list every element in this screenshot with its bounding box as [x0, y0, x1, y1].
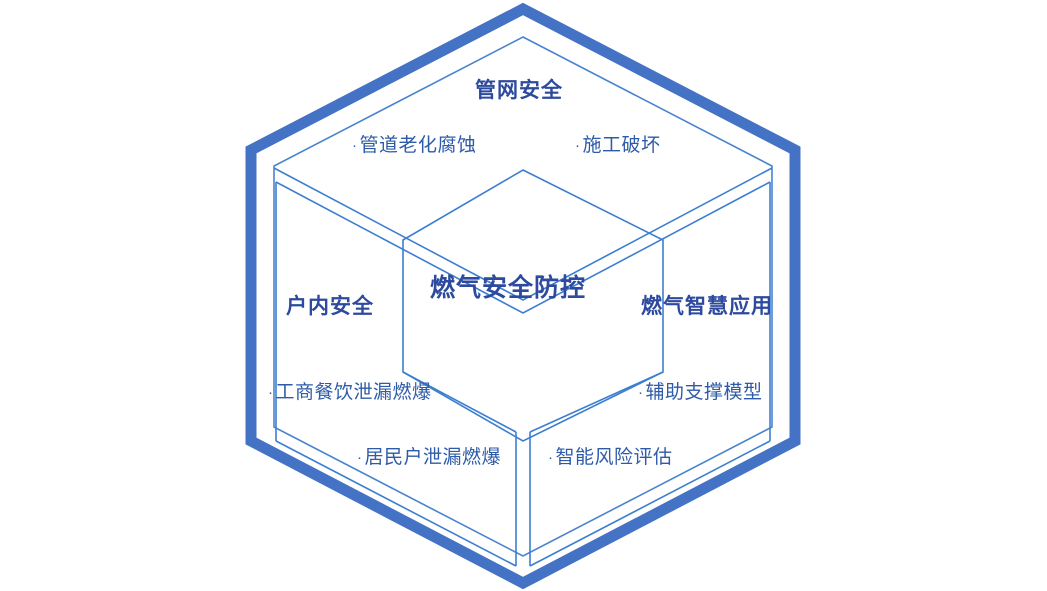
inner-face-hexagon — [263, 166, 783, 570]
bullet-label: 辅助支撑模型 — [645, 382, 763, 403]
section-heading-top: 管网安全 — [475, 79, 563, 102]
middle-hexagon-outline — [273, 36, 773, 557]
bullet-label: 管道老化腐蚀 — [359, 135, 477, 156]
bullet-label: 施工破坏 — [582, 135, 661, 156]
center-hexagon-bottom-join-right — [529, 371, 664, 433]
cube-bottom-left-edge — [275, 440, 517, 567]
bullet-item: ·居民户泄漏燃爆 — [357, 448, 501, 467]
bullet-marker-icon: · — [575, 137, 581, 155]
center-title: 燃气安全防控 — [430, 274, 587, 302]
cube-bottom-right-edge — [529, 440, 771, 567]
bullet-marker-icon: · — [268, 384, 274, 402]
bullet-item: ·工商餐饮泄漏燃爆 — [268, 383, 432, 402]
section-heading-right: 燃气智慧应用 — [641, 295, 773, 318]
cube-top-face-edge — [273, 167, 773, 301]
bullet-item: ·辅助支撑模型 — [638, 383, 763, 402]
bullet-marker-icon: · — [638, 384, 644, 402]
center-hexagon — [402, 169, 664, 442]
bullet-item: ·施工破坏 — [575, 136, 661, 155]
bullet-item: ·智能风险评估 — [548, 448, 673, 467]
cube-top-face-inner-edge — [275, 181, 771, 314]
bullet-label: 工商餐饮泄漏燃爆 — [275, 382, 432, 403]
bullet-marker-icon: · — [357, 449, 363, 467]
bullet-label: 居民户泄漏燃爆 — [364, 447, 502, 468]
bullet-label: 智能风险评估 — [555, 447, 673, 468]
bullet-item: ·管道老化腐蚀 — [352, 136, 477, 155]
bullet-marker-icon: · — [352, 137, 358, 155]
outer-hexagon-border — [245, 2, 801, 590]
section-heading-left: 户内安全 — [286, 295, 374, 318]
center-hexagon-bottom-join — [402, 371, 517, 433]
bullet-marker-icon: · — [548, 449, 554, 467]
